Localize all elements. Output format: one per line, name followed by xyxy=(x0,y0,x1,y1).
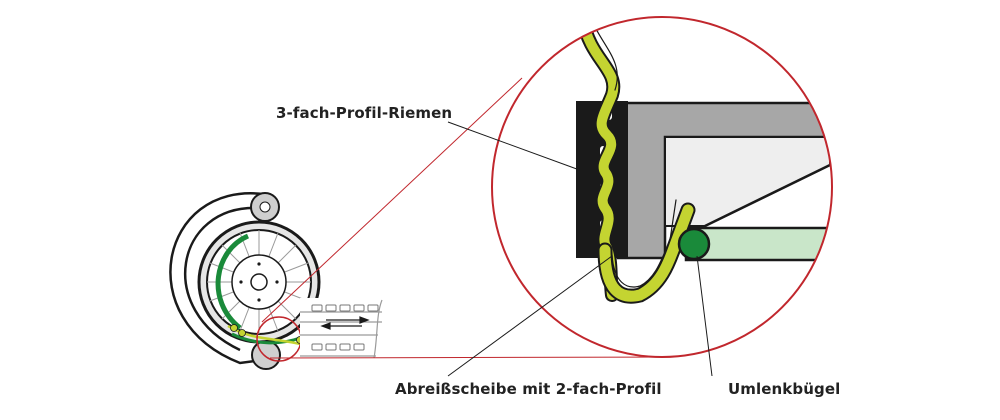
drum-bolt-holes xyxy=(239,262,279,302)
zoom-detail xyxy=(576,17,832,304)
guide-bar xyxy=(684,226,832,262)
lever-pin xyxy=(677,227,711,261)
label-deflection-bracket: Umlenkbügel xyxy=(728,380,841,398)
label-tear-off-disc: Abreißscheibe mit 2-fach-Profil xyxy=(395,380,662,398)
top-roller-hub xyxy=(259,201,271,213)
belt-u-turn xyxy=(597,199,696,304)
bottom-roller xyxy=(251,340,281,370)
panel-diagonal xyxy=(704,163,831,228)
housing-outer-shell xyxy=(169,192,264,365)
leader-lines xyxy=(447,121,713,377)
drum-center-bore xyxy=(250,273,268,291)
drum-green-band-lower xyxy=(231,332,301,345)
transport-rail xyxy=(300,298,383,359)
label-profile-belt: 3-fach-Profil-Riemen xyxy=(276,104,453,122)
zoom-circle-border xyxy=(491,16,833,358)
leader-belt xyxy=(447,121,586,173)
housing-inner-shell xyxy=(184,206,259,352)
zoom-connector-lines xyxy=(261,77,669,359)
leader-lever xyxy=(696,255,713,377)
overview-assembly xyxy=(169,192,383,370)
drum-green-band xyxy=(215,233,250,330)
leader-disc xyxy=(447,255,613,377)
double-arrow-icon xyxy=(320,316,370,330)
